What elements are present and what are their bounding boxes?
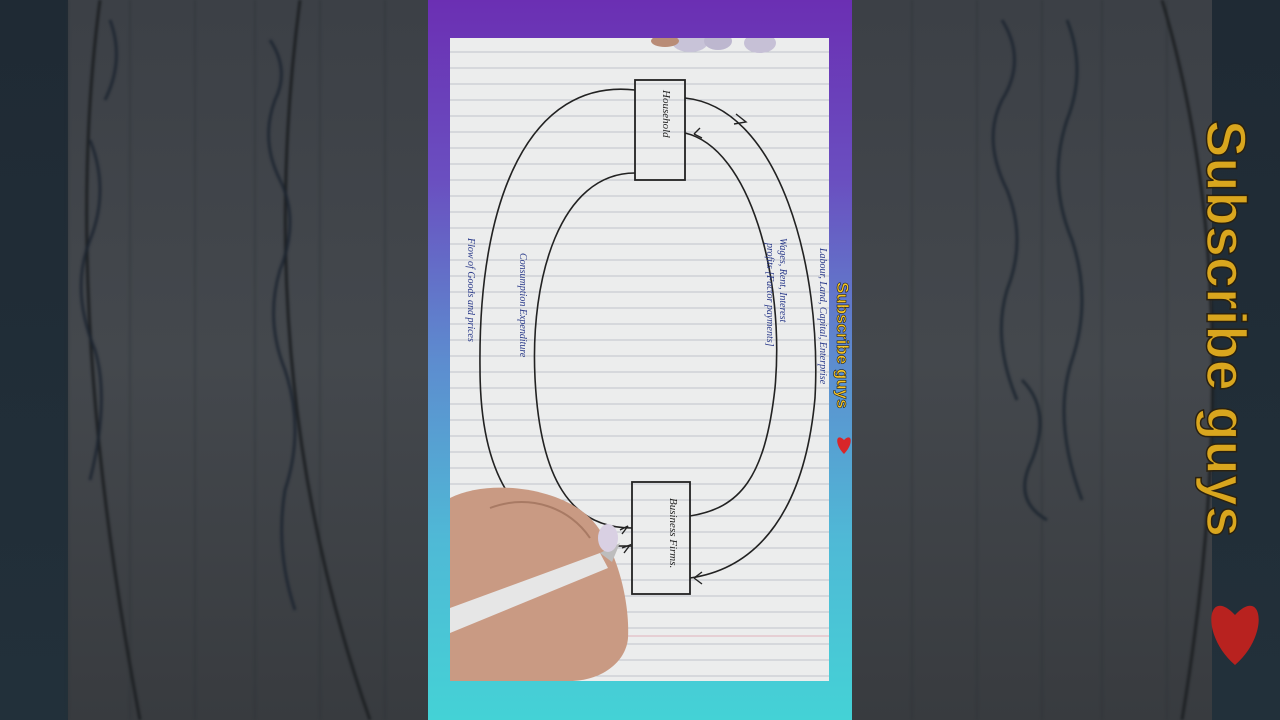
notebook-photo: Household Business Firms. Labour, Land, … [450,38,829,681]
outer-left-flow-line [479,88,636,547]
inner-right-flow-label-2: profits [Factor payments] [764,242,775,347]
blurred-notebook-left [67,0,386,720]
flow-arrowheads [619,113,748,585]
fingernails [651,38,776,53]
subscribe-text-large: Subscribe guys [1195,120,1258,537]
outer-left-flow-label: Flow of Goods and prices [465,237,476,342]
blurred-background-right [852,0,1280,720]
outer-right-flow-line [684,97,817,579]
dark-edge [1212,0,1280,720]
business-firms-box [631,481,691,595]
heart-icon-large [1211,605,1259,665]
outer-right-flow-label: Labour, Land, Capital, Enterprise [817,247,828,385]
inner-right-flow-line [684,132,778,517]
hand-with-pen [450,487,629,681]
circular-flow-diagram: Household Business Firms. Labour, Land, … [450,38,829,681]
inner-left-flow-line [533,172,636,529]
heart-icon [837,437,851,454]
subscribe-overlay: Subscribe guys [833,282,852,454]
subscribe-text: Subscribe guys [833,282,852,409]
business-firms-label: Business Firms. [667,498,679,568]
household-label: Household [660,89,672,138]
blurred-background-left [0,0,428,720]
inner-left-flow-label: Consumption Expenditure [517,253,528,358]
video-frame: Household Business Firms. Labour, Land, … [428,0,852,720]
dark-edge [0,0,68,720]
blurred-notebook-right [911,0,1215,720]
subscribe-overlay-large: Subscribe guys [1195,120,1259,665]
household-box [634,79,686,181]
inner-right-flow-label-1: Wages, Rent, Interest [777,238,788,322]
